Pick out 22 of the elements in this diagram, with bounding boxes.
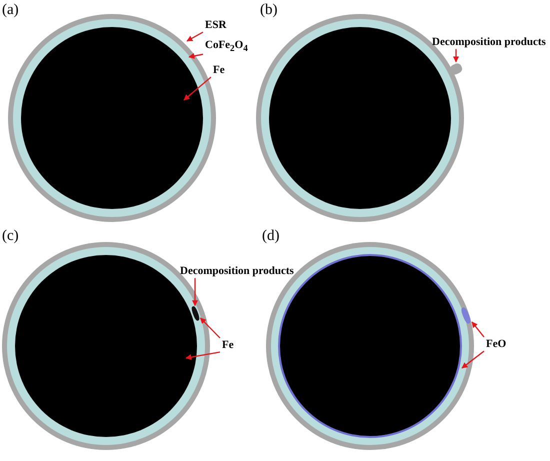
leader-line xyxy=(472,322,484,338)
leader-line xyxy=(186,32,204,42)
leader-line xyxy=(462,350,484,368)
label-text: Decomposition products xyxy=(180,265,294,278)
leader-line xyxy=(192,278,198,306)
panel-label: (b) xyxy=(260,2,278,19)
particle xyxy=(190,306,200,322)
leader-line xyxy=(453,49,459,63)
panel-label: (c) xyxy=(2,228,19,245)
label-text: Fe xyxy=(222,339,234,352)
leader-line xyxy=(185,352,220,360)
label-text: ESR xyxy=(205,19,226,32)
label-text: Decomposition products xyxy=(432,36,546,48)
leader-line xyxy=(200,318,220,338)
label-text: Fe xyxy=(213,64,225,76)
label-text: FeO xyxy=(486,338,506,350)
leader-line xyxy=(188,53,204,59)
core-circle xyxy=(21,27,203,209)
panel-label: (a) xyxy=(2,2,19,19)
panel-label: (d) xyxy=(262,228,280,245)
label-text: CoFe$_{2}$O$_{4}$ xyxy=(205,39,248,54)
particle xyxy=(448,62,464,76)
